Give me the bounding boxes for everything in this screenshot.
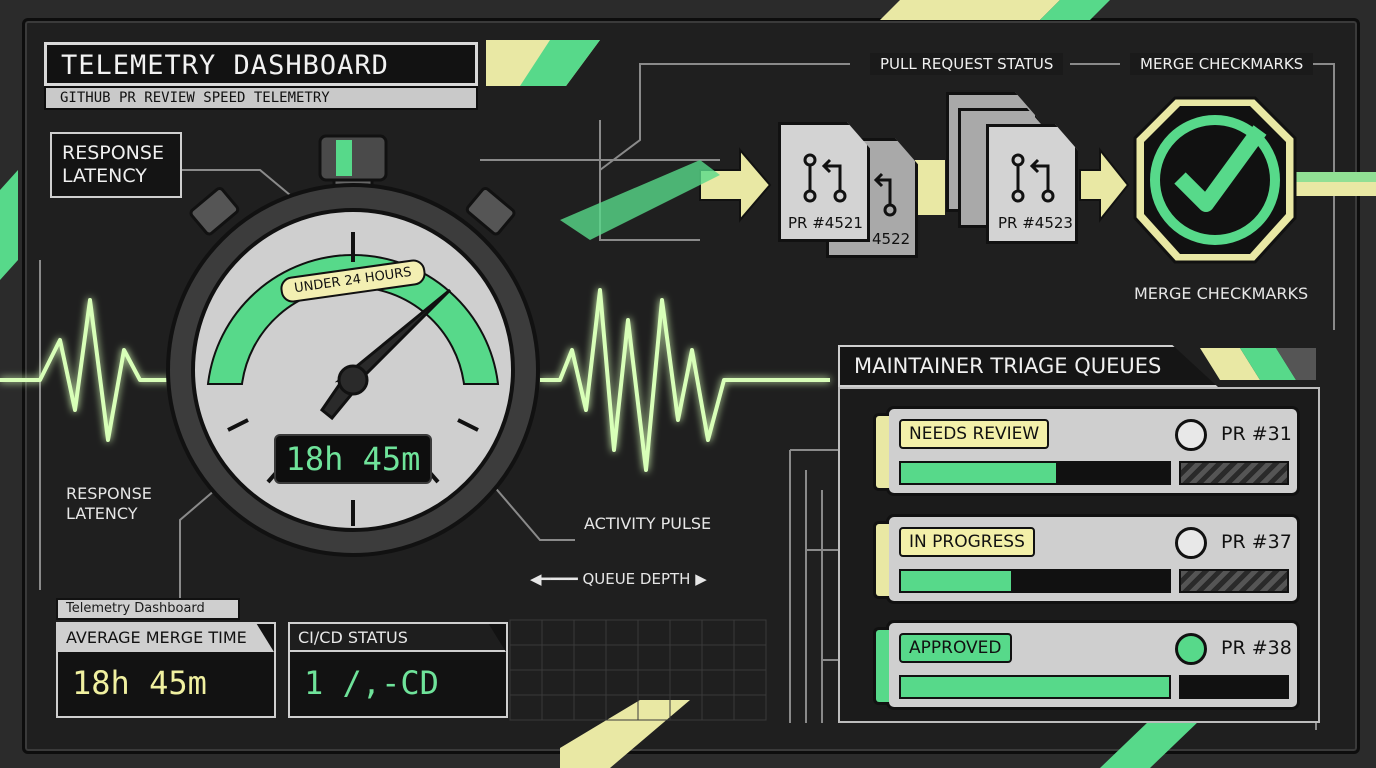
queue-depth-label: QUEUE DEPTH	[582, 570, 691, 588]
triage-stripe-2	[1240, 348, 1296, 380]
average-merge-time-label: AVERAGE MERGE TIME	[58, 624, 274, 652]
avatar	[1175, 633, 1207, 665]
ci-cd-status-card: CI/CD STATUS 1 /,-CD	[288, 622, 508, 718]
bottom-stripe-yellow	[560, 700, 690, 768]
queue-pending-bar	[1179, 675, 1289, 699]
right-arrow-icon: ▶	[690, 570, 707, 588]
queue-depth-row: ◀━━━━ QUEUE DEPTH ▶	[530, 570, 707, 588]
stopwatch-crown	[318, 134, 388, 182]
queue-card[interactable]: IN PROGRESS PR #37	[873, 514, 1300, 604]
ci-cd-status-label: CI/CD STATUS	[290, 624, 506, 652]
queue-tab	[873, 413, 889, 491]
pr-document[interactable]	[986, 124, 1078, 244]
merge-octagon	[1133, 96, 1297, 264]
arrow-to-prs	[699, 147, 772, 223]
avatar	[1175, 419, 1207, 451]
queue-pending-bar	[1179, 569, 1289, 593]
average-merge-time-value: 18h 45m	[72, 664, 207, 702]
response-latency-label: RESPONSE LATENCY	[50, 132, 182, 198]
queue-progress-fill	[901, 463, 1057, 483]
stopwatch-button-left	[189, 187, 240, 236]
stopwatch-button-right	[465, 187, 516, 236]
corner-stripe	[0, 170, 18, 280]
triage-title: MAINTAINER TRIAGE QUEUES	[854, 354, 1162, 378]
merge-checkmarks-caption: MERGE CHECKMARKS	[1134, 284, 1309, 303]
checkmark-icon	[1174, 125, 1267, 212]
left-arrow-icon: ◀━━━━	[530, 570, 583, 588]
queue-card[interactable]: NEEDS REVIEW PR #31	[873, 406, 1300, 496]
queue-progress-fill	[901, 677, 1169, 697]
triage-title-box: MAINTAINER TRIAGE QUEUES	[838, 345, 1218, 387]
pr-label: PR #4521	[788, 214, 863, 232]
dashboard-subtitle-box: GITHUB PR REVIEW SPEED TELEMETRY	[44, 86, 478, 110]
queue-card[interactable]: APPROVED PR #38	[873, 620, 1300, 710]
queue-progress-fill	[901, 571, 1011, 591]
queue-progress-bar	[899, 675, 1171, 699]
pr-label: PR #4523	[998, 214, 1073, 232]
merge-checkmarks-top-label: MERGE CHECKMARKS	[1130, 53, 1314, 75]
queue-pending-bar	[1179, 461, 1289, 485]
arrow-link-1	[915, 160, 945, 215]
status-badge: APPROVED	[899, 633, 1012, 663]
queue-pr-number[interactable]: PR #38	[1221, 637, 1292, 659]
dashboard-title-box: TELEMETRY DASHBOARD	[44, 42, 478, 86]
title-stripe-green	[520, 40, 600, 86]
top-stripe-green	[1040, 0, 1110, 20]
bottom-stripe-green	[1100, 720, 1200, 768]
grid-pattern	[509, 619, 767, 721]
queue-progress-bar	[899, 569, 1171, 593]
pr-label: 4522	[872, 230, 911, 248]
status-badge: IN PROGRESS	[899, 527, 1035, 557]
queue-pr-number[interactable]: PR #37	[1221, 531, 1292, 553]
pull-request-status-label: PULL REQUEST STATUS	[870, 53, 1064, 75]
arrow-to-merge	[1079, 147, 1130, 223]
pulse-wave-right	[540, 288, 830, 472]
average-merge-time-card: AVERAGE MERGE TIME 18h 45m	[56, 622, 276, 718]
top-stripe-yellow	[880, 0, 1060, 20]
dashboard-subtitle: GITHUB PR REVIEW SPEED TELEMETRY	[60, 90, 330, 106]
triage-stripe-3	[1276, 348, 1316, 380]
status-badge: NEEDS REVIEW	[899, 419, 1050, 449]
queue-progress-bar	[899, 461, 1171, 485]
stats-tag: Telemetry Dashboard	[56, 598, 240, 620]
avatar	[1175, 527, 1207, 559]
green-beam	[560, 160, 720, 240]
ci-cd-status-value: 1 /,-CD	[304, 664, 439, 702]
stopwatch-readout: 18h 45m	[274, 434, 432, 484]
queue-pr-number[interactable]: PR #31	[1221, 423, 1292, 445]
activity-pulse-label: ACTIVITY PULSE	[584, 514, 712, 533]
dashboard-title: TELEMETRY DASHBOARD	[61, 50, 389, 81]
pulse-wave-left	[0, 298, 180, 442]
response-latency-caption: RESPONSE LATENCY	[66, 484, 152, 523]
queue-tab	[873, 627, 889, 705]
queue-tab	[873, 521, 889, 599]
pr-document[interactable]	[778, 122, 870, 242]
stopwatch	[166, 134, 540, 557]
